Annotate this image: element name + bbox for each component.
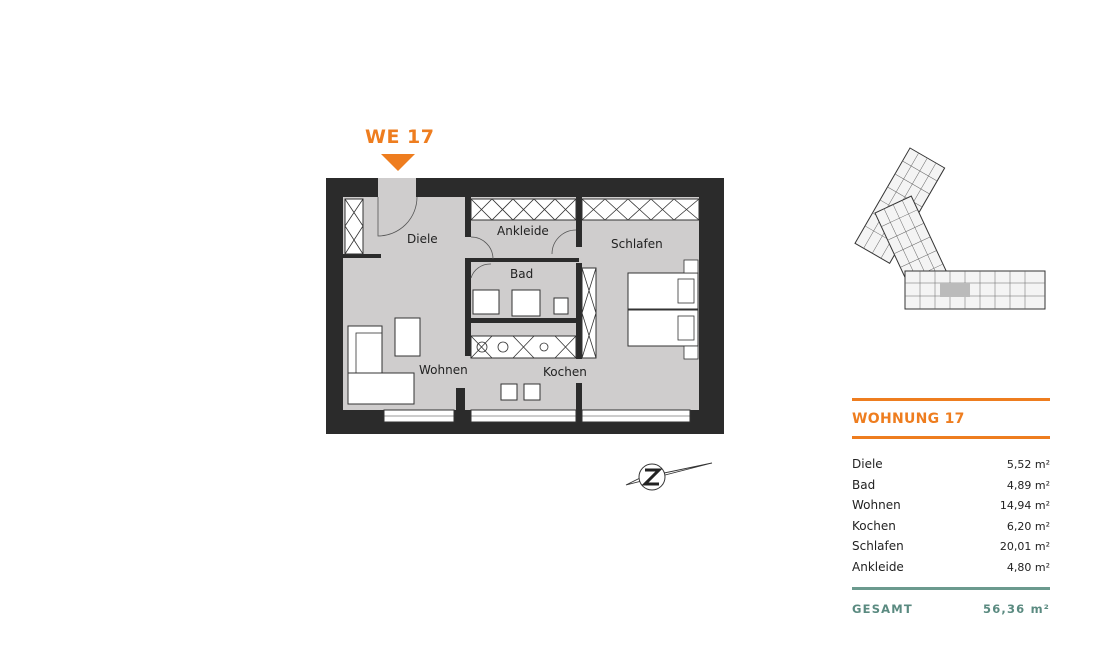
area-row: Wohnen 14,94 m² — [852, 495, 1050, 516]
area-list: Diele 5,52 m² Bad 4,89 m² Wohnen 14,94 m… — [852, 439, 1050, 587]
area-room-name: Kochen — [852, 518, 896, 533]
area-room-size: 6,20 m² — [1006, 519, 1050, 533]
summary-top-rule — [852, 398, 1050, 401]
floor-plan: Diele Ankleide Bad Schlafen Wohnen Koche… — [326, 178, 724, 434]
floor-plan-drawing — [326, 178, 724, 434]
area-room-size: 20,01 m² — [999, 540, 1050, 554]
area-row: Ankleide 4,80 m² — [852, 557, 1050, 578]
area-row: Kochen 6,20 m² — [852, 516, 1050, 537]
summary-title: WOHNUNG 17 — [852, 411, 965, 427]
room-label-bad: Bad — [510, 267, 534, 281]
north-arrow-icon — [625, 462, 713, 491]
area-room-size: 14,94 m² — [999, 499, 1050, 513]
area-summary: WOHNUNG 17 Diele 5,52 m² Bad 4,89 m² Woh… — [852, 398, 1050, 616]
room-label-wohnen: Wohnen — [419, 363, 468, 377]
site-plan-thumbnail — [854, 147, 1046, 310]
area-row: Bad 4,89 m² — [852, 475, 1050, 496]
unit-marker-label: WE 17 — [365, 126, 435, 148]
summary-title-rule — [852, 436, 1050, 439]
area-room-name: Diele — [852, 457, 883, 471]
area-row: Diele 5,52 m² — [852, 454, 1050, 475]
area-room-name: Wohnen — [852, 498, 901, 513]
total-label: GESAMT — [852, 601, 913, 616]
total-value: 56,36 m² — [983, 601, 1050, 616]
area-room-name: Bad — [852, 477, 876, 492]
down-triangle-icon — [381, 154, 415, 171]
room-label-kochen: Kochen — [543, 365, 587, 379]
total-row: GESAMT 56,36 m² — [852, 590, 1050, 616]
area-room-size: 4,89 m² — [1006, 478, 1050, 492]
total-rule — [852, 586, 1050, 590]
area-room-size: 4,80 m² — [1006, 560, 1050, 574]
area-room-name: Ankleide — [852, 559, 904, 574]
room-label-diele: Diele — [407, 232, 438, 246]
room-label-ankleide: Ankleide — [497, 224, 549, 238]
area-row: Schlafen 20,01 m² — [852, 536, 1050, 557]
room-label-schlafen: Schlafen — [611, 237, 663, 251]
area-room-name: Schlafen — [852, 539, 904, 554]
area-room-size: 5,52 m² — [1006, 458, 1050, 471]
